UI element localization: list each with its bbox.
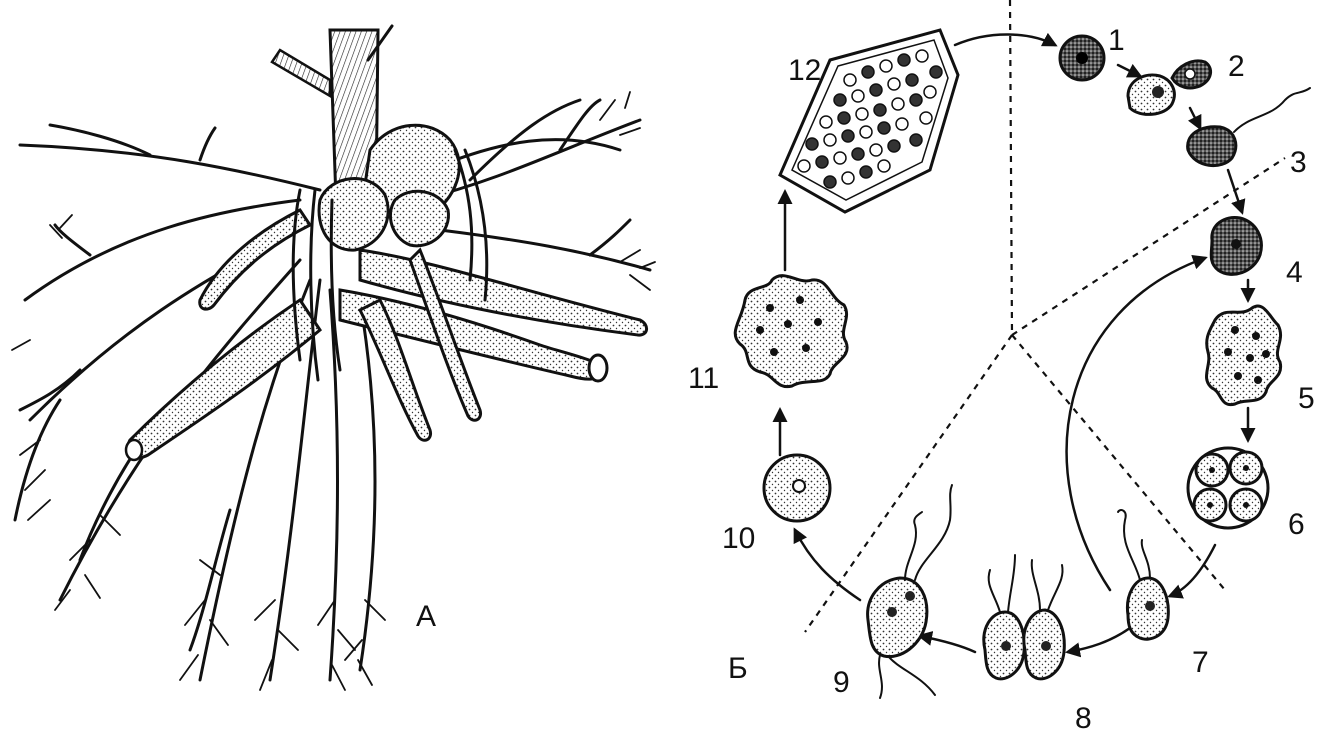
stage-10-cell xyxy=(762,453,832,523)
phase-dividers xyxy=(804,0,1286,633)
root-system-illustration: А xyxy=(11,24,656,691)
stage-5-plasmodium xyxy=(1205,304,1283,407)
stage-label-8: 8 xyxy=(1075,702,1092,734)
stage-7-zoospore xyxy=(1117,509,1170,641)
arrow-12-1 xyxy=(953,32,1058,47)
stage-label-1: 1 xyxy=(1108,24,1125,57)
life-cycle-diagram: 1 2 3 4 5 6 7 8 9 10 11 12 Б xyxy=(688,0,1315,734)
stage-12-host-cell xyxy=(778,28,960,214)
stage-label-6: 6 xyxy=(1288,508,1305,541)
arrow-7-4 xyxy=(1065,255,1208,592)
rootlets xyxy=(11,91,656,691)
stage-label-9: 9 xyxy=(833,666,850,699)
stage-8-gametes xyxy=(982,554,1066,681)
stage-label-12: 12 xyxy=(788,54,821,87)
stage-2-germinating-spore xyxy=(1126,59,1213,116)
arrow-7-8 xyxy=(1065,626,1132,658)
arrow-8-9 xyxy=(917,630,977,654)
panel-b-label: Б xyxy=(728,652,748,685)
arrow-1-2 xyxy=(1116,63,1143,78)
arrow-2-3 xyxy=(1187,106,1202,131)
arrow-9-10 xyxy=(793,527,862,602)
stage-9-zygote xyxy=(866,484,953,699)
stem-branch xyxy=(270,48,332,99)
gall-cluster xyxy=(317,123,461,252)
stage-label-7: 7 xyxy=(1192,646,1209,679)
stage-4-amoeboid xyxy=(1209,215,1263,276)
stem-twig xyxy=(366,24,394,62)
stage-label-4: 4 xyxy=(1286,256,1303,289)
stage-11-plasmodium xyxy=(733,274,849,389)
stage-3-zoospore xyxy=(1186,87,1311,167)
stage-label-10: 10 xyxy=(722,522,755,555)
stage-labels: 1 2 3 4 5 6 7 8 9 10 11 12 xyxy=(688,24,1315,734)
arrow-6-7 xyxy=(1167,543,1217,599)
cycle-arrows xyxy=(772,32,1256,658)
hanging-roots xyxy=(291,148,489,382)
arrow-3-4 xyxy=(1226,168,1246,215)
stage-1-spore xyxy=(1058,34,1106,82)
panel-a-label: А xyxy=(416,600,436,633)
swollen-roots xyxy=(124,208,648,462)
stage-label-3: 3 xyxy=(1290,146,1307,179)
resting-spores xyxy=(797,49,943,189)
stage-label-2: 2 xyxy=(1228,50,1245,83)
stage-label-5: 5 xyxy=(1298,382,1315,415)
stage-6-zoosporangium xyxy=(1186,446,1270,530)
stage-label-11: 11 xyxy=(688,362,719,395)
